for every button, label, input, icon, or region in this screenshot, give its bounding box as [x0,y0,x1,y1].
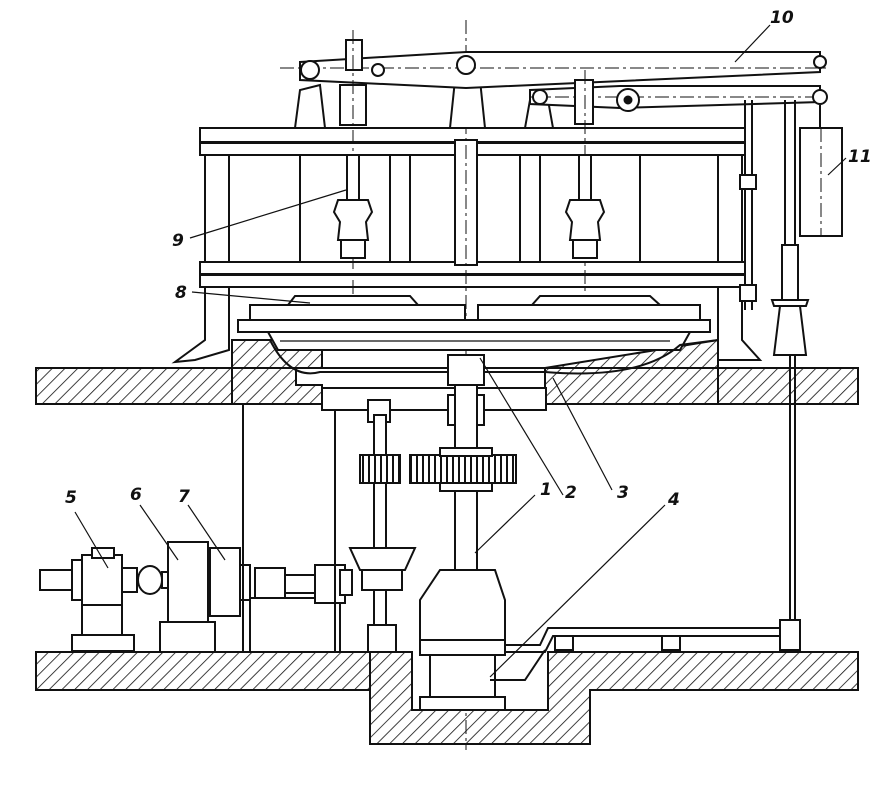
label-2: 2 [565,483,577,503]
label-3: 3 [617,483,629,503]
label-5: 5 [65,488,77,508]
label-7: 7 [178,487,190,507]
label-9: 9 [172,231,184,251]
top-lever-system [280,39,830,129]
leader-lines [74,24,847,678]
label-6: 6 [130,485,142,505]
plates [231,295,719,375]
lower-foundation [35,651,859,745]
label-4: 4 [667,490,680,510]
motor-line [39,541,353,653]
label-8: 8 [175,283,187,303]
drive-assembly [321,354,801,711]
upper-foundation [35,338,859,405]
spindle-9 [332,30,374,300]
vertical-rods [242,404,336,652]
label-1: 1 [540,480,552,500]
rod-and-weight [739,100,843,640]
spindle-right [564,70,606,300]
label-11: 11 [848,147,872,167]
label-10: 10 [770,8,794,28]
